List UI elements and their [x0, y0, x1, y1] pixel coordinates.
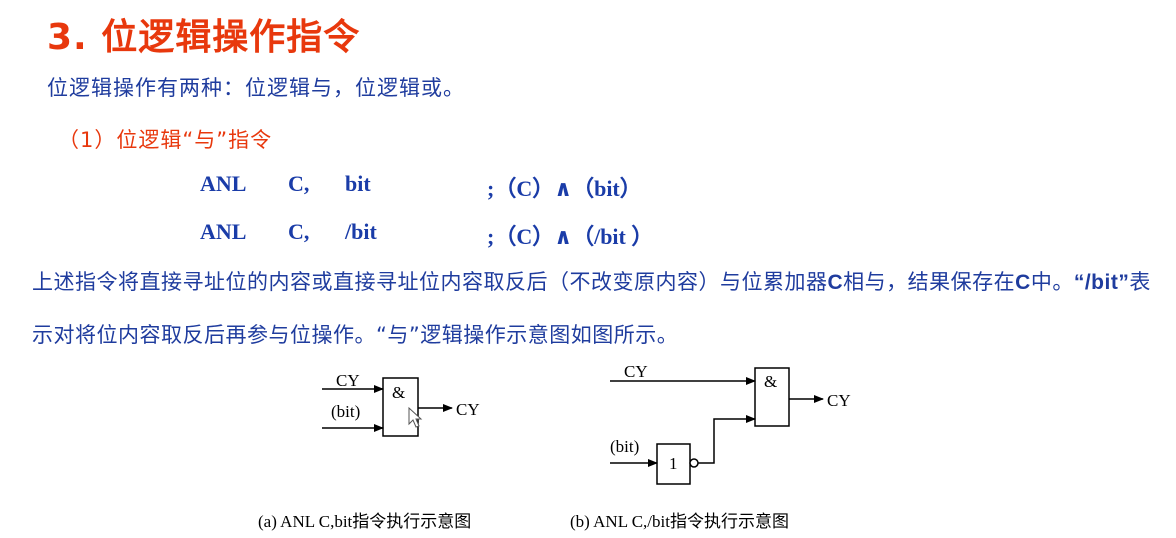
input-label-bit: (bit)	[331, 402, 360, 421]
opcode: ANL	[200, 219, 247, 244]
not-bubble	[689, 458, 699, 468]
not-bit-term: “/bit”	[1073, 271, 1130, 294]
operand-c: C,	[288, 219, 310, 244]
input-label-cy: CY	[336, 371, 360, 390]
section-heading: （1）位逻辑“与”指令	[58, 128, 273, 152]
output-label-cy: CY	[456, 400, 480, 419]
and-gate-box	[382, 377, 419, 437]
page-title: 3. 位逻辑操作指令	[47, 17, 361, 58]
operand-not-bit: /bit	[345, 219, 377, 244]
explanation-paragraph: 上述指令将直接寻址位的内容或直接寻址位内容取反后（不改变原内容）与位累加器C相与…	[32, 270, 1151, 347]
and-symbol: &	[392, 383, 405, 402]
accumulator-c: C	[827, 271, 844, 294]
instruction-comment: ;（C）∧（bit）	[487, 176, 642, 201]
accumulator-c: C	[1015, 271, 1031, 294]
instruction-comment: ;（C）∧（/bit ）	[487, 224, 654, 249]
intro-text: 位逻辑操作有两种：位逻辑与，位逻辑或。	[47, 76, 465, 100]
diagram-a-caption: (a) ANL C,bit指令执行示意图	[258, 512, 472, 531]
operand-c: C,	[288, 171, 310, 196]
output-label-cy: CY	[827, 391, 851, 410]
and-gate-box	[754, 367, 790, 427]
mouse-cursor-icon	[408, 406, 423, 428]
diagram-a-and-gate: CY (bit) & CY	[322, 371, 480, 437]
not-symbol: 1	[669, 454, 678, 473]
diagram-b-and-not-gate: CY (bit) 1 & CY	[610, 362, 851, 485]
input-label-cy: CY	[624, 362, 648, 381]
not-to-and-line	[698, 415, 756, 464]
diagram-b-caption: (b) ANL C,/bit指令执行示意图	[570, 512, 789, 531]
opcode: ANL	[200, 171, 247, 196]
input-label-bit: (bit)	[610, 437, 639, 456]
operand-bit: bit	[345, 171, 371, 196]
and-symbol: &	[764, 372, 777, 391]
